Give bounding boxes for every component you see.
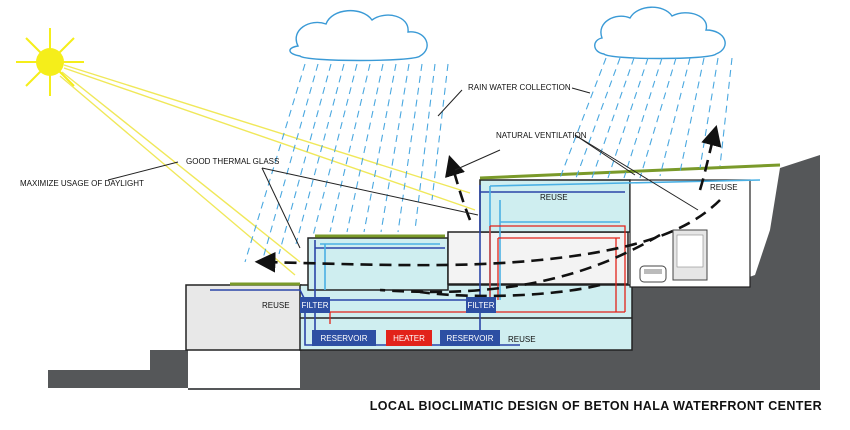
cloud-icon (594, 6, 726, 60)
filter-right-box: FILTER (466, 297, 496, 313)
middle-right-volume (447, 231, 629, 285)
filter-right-label: FILTER (468, 301, 495, 310)
truck-icon (672, 229, 708, 281)
heater-label: HEATER (393, 334, 425, 343)
filter-left-label: FILTER (302, 301, 329, 310)
reservoir-right-box: RESERVOIR (440, 330, 500, 346)
natural-ventilation-label: NATURAL VENTILATION (496, 131, 587, 140)
reservoir-right-label: RESERVOIR (447, 334, 494, 343)
filter-left-box: FILTER (300, 297, 330, 313)
maximize-daylight-label: MAXIMIZE USAGE OF DAYLIGHT (20, 179, 144, 188)
reuse-left-label: REUSE (262, 301, 290, 310)
lower-left-volume (185, 284, 302, 351)
sun-icon (16, 28, 84, 96)
daylight-rays (59, 64, 476, 276)
heater-box: HEATER (386, 330, 432, 346)
reservoir-left-box: RESERVOIR (312, 330, 376, 346)
reservoir-left-label: RESERVOIR (321, 334, 368, 343)
leader-lines (107, 87, 699, 249)
upper-volume (479, 179, 631, 233)
car-icon (639, 265, 667, 283)
reuse-upper-label: REUSE (540, 193, 568, 202)
good-thermal-glass-label: GOOD THERMAL GLASS (186, 157, 279, 166)
diagram-title: LOCAL BIOCLIMATIC DESIGN OF BETON HALA W… (370, 399, 822, 413)
reuse-top-right-label: REUSE (710, 183, 738, 192)
natural-ventilation-airflow (254, 124, 722, 298)
reuse-bottom-label: REUSE (508, 335, 536, 344)
cloud-icon (289, 9, 428, 62)
rain-water-collection-label: RAIN WATER COLLECTION (468, 83, 571, 92)
terrain (48, 155, 820, 390)
rain (244, 57, 733, 263)
